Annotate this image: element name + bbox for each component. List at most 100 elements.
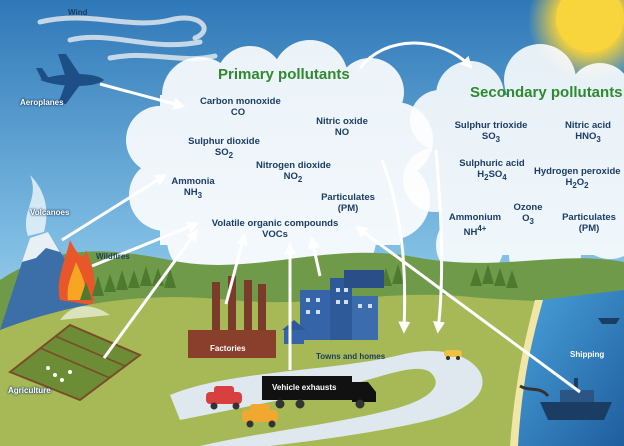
- distant-ship-icon: [598, 318, 620, 324]
- pollutant-particulates-secondary: Particulates (PM): [558, 212, 620, 234]
- arrow-shipping-to-primary: [355, 225, 581, 394]
- label-aeroplanes: Aeroplanes: [20, 98, 64, 107]
- formula-superscript: 4+: [477, 224, 487, 233]
- pollutant-carbon-monoxide: Carbon monoxide CO: [200, 96, 281, 118]
- formula-subscript: 2: [297, 174, 303, 184]
- formula-base: SO: [481, 131, 496, 142]
- formula-subscript: 3: [529, 216, 534, 226]
- formula-base: NH: [183, 187, 198, 198]
- formula-subscript: 3: [596, 134, 601, 144]
- label-volcanoes: Volcanoes: [30, 208, 70, 217]
- primary-cloud: [126, 40, 433, 288]
- pollutant-sulphur-trioxide: Sulphur trioxide SO3: [452, 120, 530, 145]
- label-factories: Factories: [210, 344, 246, 353]
- volcano-icon: [0, 175, 90, 330]
- pollutant-nitric-oxide: Nitric oxide NO: [312, 116, 372, 138]
- pollutant-name: Ammonia: [171, 176, 215, 187]
- flow-arrows: [61, 41, 581, 394]
- pollutant-formula: (PM): [578, 223, 600, 234]
- secondary-cloud: [403, 44, 624, 291]
- formula-base: NH: [463, 227, 478, 239]
- formula-part-b: O: [576, 177, 585, 188]
- label-vehicles: Vehicle exhausts: [272, 383, 337, 392]
- pollutant-ammonium: Ammonium NH4+: [446, 212, 504, 238]
- small-car-icon: [444, 350, 462, 360]
- formula-part-a: H: [565, 177, 573, 188]
- pollutant-name: Sulphur dioxide: [188, 136, 260, 147]
- aeroplane-icon: [36, 54, 104, 104]
- arrow-secondary-down: [433, 149, 445, 334]
- pollutant-formula: H2O2: [534, 177, 620, 191]
- pollutant-formula: VOCs: [262, 229, 288, 240]
- arrow-volcano-to-primary: [61, 174, 168, 242]
- label-wind: Wind: [68, 8, 88, 17]
- formula-part-b: SO: [488, 169, 503, 180]
- pollutant-particulates-primary: Particulates (PM): [316, 192, 380, 214]
- pollutant-name: Nitric oxide: [316, 116, 368, 127]
- formula-base: HNO: [575, 131, 597, 142]
- pollutant-formula: NH4+: [446, 223, 504, 238]
- arrow-factory-to-primary: [224, 232, 248, 305]
- label-shipping: Shipping: [570, 350, 605, 359]
- formula-base: NO: [283, 171, 298, 182]
- red-car-icon: [206, 386, 242, 410]
- formula-base: SO: [214, 147, 229, 158]
- formula-base: O: [522, 213, 530, 224]
- secondary-heading: Secondary pollutants: [470, 84, 623, 101]
- pollutant-hydrogen-peroxide: Hydrogen peroxide H2O2: [534, 166, 621, 191]
- truck-icon: [262, 376, 376, 409]
- pollutant-name: Nitrogen dioxide: [256, 160, 331, 171]
- pollutant-nitric-acid: Nitric acid HNO3: [560, 120, 616, 145]
- pollutant-name: Hydrogen peroxide: [534, 166, 621, 177]
- label-towns: Towns and homes: [316, 352, 386, 361]
- arrow-town-to-primary: [307, 236, 322, 277]
- pollutant-ammonia: Ammonia NH3: [168, 176, 218, 201]
- formula-subscript-b: 4: [502, 172, 507, 182]
- pollutant-formula: O3: [508, 213, 548, 227]
- arrow-primary-to-secondary: [358, 41, 473, 69]
- pollutant-name: Sulphur trioxide: [454, 120, 528, 131]
- town-icon: [282, 270, 384, 344]
- pollutant-formula: CO: [230, 107, 246, 118]
- formula-subscript-a: 2: [484, 172, 489, 182]
- ship-icon: [519, 378, 612, 420]
- road: [170, 351, 483, 446]
- label-wildfires: Wildfires: [96, 252, 130, 261]
- pollutant-name: Volatile organic compounds: [211, 218, 339, 229]
- pollutant-nitrogen-dioxide: Nitrogen dioxide NO2: [256, 160, 331, 185]
- pollutant-name: Sulphuric acid: [459, 158, 525, 169]
- pollutant-name: Carbon monoxide: [200, 96, 281, 107]
- arrow-wildfire-to-primary: [91, 221, 200, 268]
- formula-part-a: H: [477, 169, 485, 180]
- pollutant-name: Ozone: [513, 202, 543, 213]
- pollutant-formula: SO2: [188, 147, 260, 161]
- yellow-car-icon: [242, 404, 278, 428]
- pollutant-ozone: Ozone O3: [508, 202, 548, 227]
- sun-core: [556, 0, 624, 52]
- pollutant-name: Particulates: [562, 212, 616, 223]
- label-agriculture: Agriculture: [8, 386, 51, 395]
- formula-subscript: 3: [495, 134, 501, 144]
- pollutant-formula: HNO3: [560, 131, 616, 145]
- pollutant-name: Particulates: [321, 192, 375, 203]
- pollutant-name: Ammonium: [448, 212, 502, 223]
- primary-heading: Primary pollutants: [218, 66, 350, 83]
- pollutant-vocs: Volatile organic compounds VOCs: [210, 218, 340, 240]
- pollutant-formula: (PM): [337, 203, 359, 214]
- arrow-aeroplane-to-primary: [99, 82, 186, 110]
- arrow-primary-down: [380, 159, 411, 334]
- formula-subscript-a: 2: [572, 180, 577, 190]
- arrow-agriculture-to-primary: [102, 229, 199, 359]
- pollutant-formula: NO2: [256, 171, 330, 185]
- pollutant-formula: SO3: [452, 131, 530, 145]
- pollutant-sulphuric-acid: Sulphuric acid H2SO4: [456, 158, 528, 183]
- pollutant-formula: H2SO4: [456, 169, 528, 183]
- pollutant-formula: NH3: [168, 187, 218, 201]
- beach: [510, 300, 543, 446]
- formula-subscript-b: 2: [584, 180, 589, 190]
- pollutant-formula: NO: [334, 127, 350, 138]
- formula-subscript: 2: [228, 150, 234, 160]
- agriculture-field-icon: [8, 306, 142, 402]
